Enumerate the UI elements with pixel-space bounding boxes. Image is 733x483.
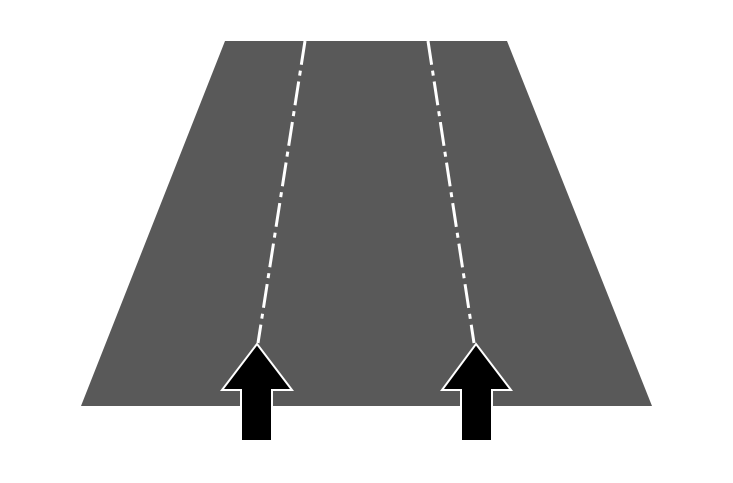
lane-line-right <box>426 40 476 344</box>
direction-arrow-left <box>219 342 295 442</box>
direction-arrow-right <box>440 342 514 442</box>
lane-line-left <box>256 40 307 344</box>
road <box>81 41 652 406</box>
